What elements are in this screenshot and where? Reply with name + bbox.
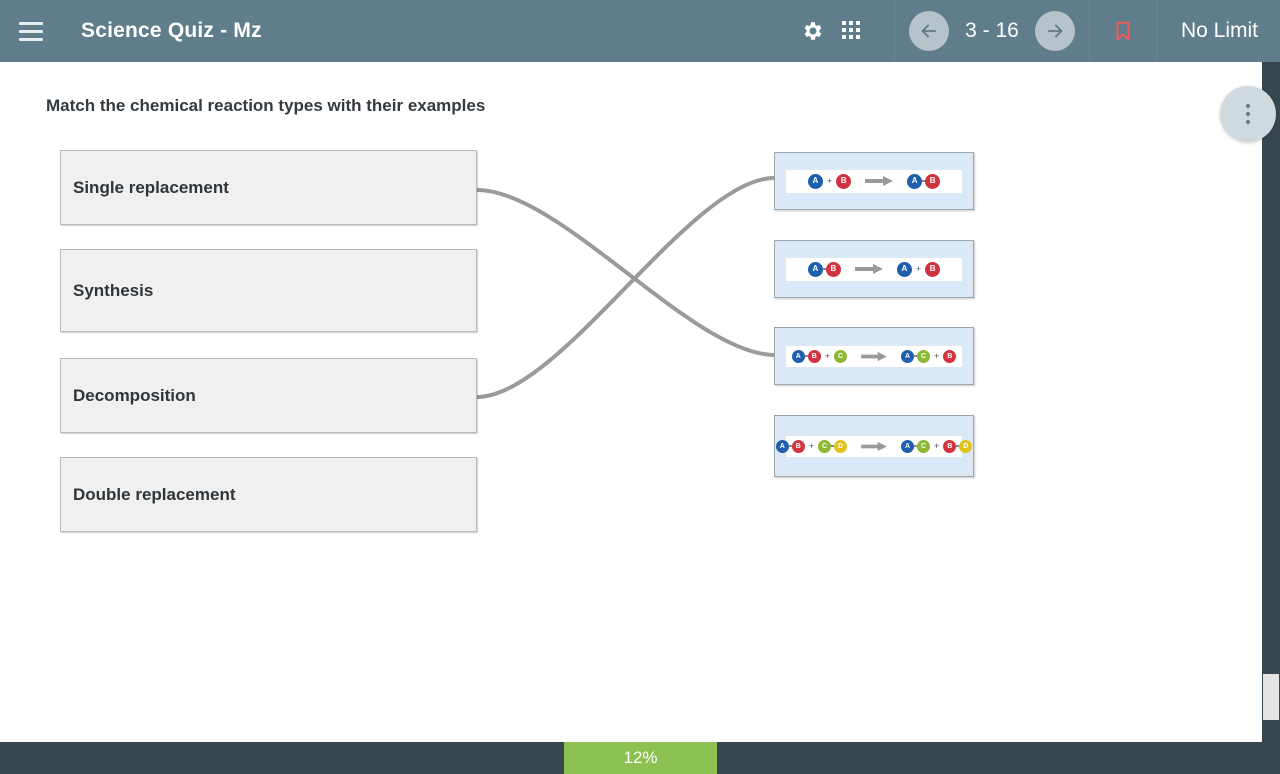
atom-A: A <box>791 349 805 363</box>
plus-symbol: + <box>824 351 830 361</box>
matching-area: Single replacement Synthesis Decompositi… <box>0 62 1262 742</box>
bond <box>956 445 960 447</box>
reaction-arrow-icon <box>861 351 887 361</box>
reaction-strip: A B A + B <box>786 257 962 281</box>
reaction-equation: A B + C A C + B <box>791 349 957 363</box>
atom-A: A <box>807 173 823 189</box>
reaction-single-replacement[interactable]: A B + C A C + B <box>774 327 974 385</box>
bond <box>831 445 834 447</box>
atom-A: A <box>775 439 789 453</box>
connection-line <box>475 188 775 357</box>
plus-symbol: + <box>934 441 940 451</box>
atom-C: C <box>917 439 930 453</box>
progress-fill: 12% <box>564 742 717 774</box>
page-title: Science Quiz - Mz <box>81 19 262 42</box>
atom-A: A <box>901 349 914 363</box>
atom-B: B <box>836 173 852 189</box>
reaction-arrow-icon <box>861 441 887 451</box>
bookmark-icon <box>1116 21 1130 41</box>
term-double-replacement[interactable]: Double replacement <box>60 457 477 532</box>
kebab-menu-button[interactable] <box>1220 86 1276 142</box>
atom-A: A <box>907 173 923 189</box>
term-decomposition[interactable]: Decomposition <box>60 358 477 433</box>
plus-symbol: + <box>808 441 814 451</box>
atom-B: B <box>791 439 805 453</box>
question-prompt: Match the chemical reaction types with t… <box>46 96 486 115</box>
reaction-equation: A B + C D A C + B <box>775 439 973 453</box>
hamburger-bar <box>19 29 43 33</box>
quiz-content: Match the chemical reaction types with t… <box>0 62 1262 742</box>
bond <box>914 355 917 357</box>
arrow-right-icon <box>1047 24 1063 38</box>
bond <box>788 445 792 447</box>
next-page-button[interactable] <box>1034 11 1075 51</box>
kebab-dot <box>1246 104 1250 108</box>
bond <box>914 445 917 447</box>
atom-C: C <box>818 439 831 453</box>
grid-icon <box>841 21 862 41</box>
term-label: Single replacement <box>73 177 229 197</box>
term-label: Decomposition <box>73 385 196 405</box>
gear-icon <box>804 22 822 40</box>
atom-B: B <box>943 349 957 363</box>
bond <box>922 180 926 182</box>
reaction-decomposition[interactable]: A B A + B <box>774 240 974 298</box>
plus-symbol: + <box>934 351 940 361</box>
term-label: Double replacement <box>73 484 236 504</box>
hamburger-bar <box>19 21 43 25</box>
reaction-synthesis[interactable]: A + B A B <box>774 152 974 210</box>
hamburger-icon[interactable] <box>0 0 62 62</box>
atom-A: A <box>901 439 914 453</box>
time-limit-label: No Limit <box>1180 19 1258 42</box>
reaction-equation: A + B A B <box>807 173 941 189</box>
app-header: Science Quiz - Mz 3 - 16 No Limit <box>0 0 1280 62</box>
footer-progress-bar: 12% <box>0 742 1280 774</box>
term-synthesis[interactable]: Synthesis <box>60 249 477 332</box>
reaction-arrow-icon <box>854 264 883 274</box>
arrow-left-icon <box>921 24 937 38</box>
atom-D: D <box>959 439 973 453</box>
reaction-strip: A B + C D A C + B <box>775 435 973 457</box>
atom-B: B <box>925 173 941 189</box>
term-label: Synthesis <box>73 280 154 300</box>
settings-button[interactable] <box>792 0 832 62</box>
scrollbar-thumb[interactable] <box>1263 674 1279 720</box>
bond <box>822 268 826 270</box>
plus-symbol: + <box>826 176 833 186</box>
hamburger-bar <box>19 37 43 41</box>
atom-C: C <box>917 349 930 363</box>
atom-B: B <box>825 261 841 277</box>
previous-page-button[interactable] <box>908 11 949 51</box>
term-single-replacement[interactable]: Single replacement <box>60 150 477 225</box>
page-navigation: 3 - 16 <box>893 0 1090 62</box>
bond <box>804 355 808 357</box>
right-scrollbar-track[interactable] <box>1262 62 1280 774</box>
atom-A: A <box>807 261 823 277</box>
page-indicator: 3 - 16 <box>965 19 1019 42</box>
atom-C: C <box>834 349 847 363</box>
atom-B: B <box>807 349 821 363</box>
kebab-dot <box>1246 120 1250 124</box>
progress-label: 12% <box>623 748 658 767</box>
atom-B: B <box>925 261 941 277</box>
bookmark-button[interactable] <box>1090 0 1157 62</box>
atom-A: A <box>896 261 912 277</box>
atom-D: D <box>834 439 847 453</box>
kebab-dot <box>1246 112 1250 116</box>
reaction-arrow-icon <box>865 176 894 186</box>
reaction-double-replacement[interactable]: A B + C D A C + B <box>774 415 974 477</box>
apps-button[interactable] <box>832 0 872 62</box>
atom-B: B <box>943 439 957 453</box>
plus-symbol: + <box>915 264 922 274</box>
reaction-strip: A B + C A C + B <box>786 345 962 367</box>
reaction-equation: A B A + B <box>807 261 941 277</box>
connection-line <box>475 176 775 399</box>
reaction-strip: A + B A B <box>786 169 962 193</box>
